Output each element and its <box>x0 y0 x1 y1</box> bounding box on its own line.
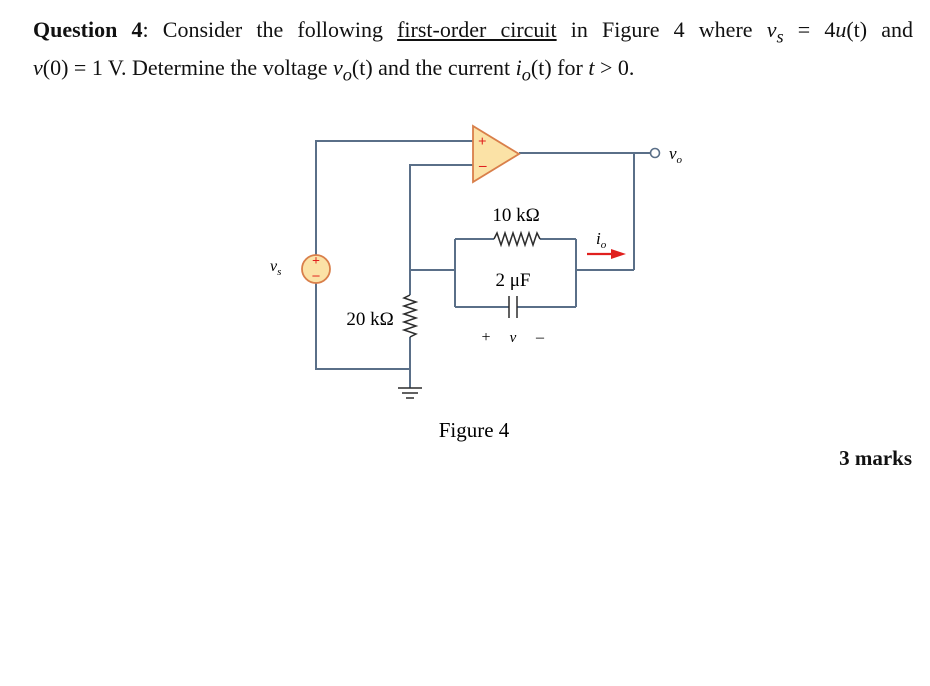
question-colon: : <box>142 17 149 42</box>
capacitor-plus-label: + <box>481 329 490 346</box>
question-text-3: (0) = 1 V. Determine the voltage <box>42 55 333 81</box>
voltage-source <box>301 254 331 284</box>
source-minus-sign: – <box>312 268 321 283</box>
marks-label: 3 marks <box>839 446 912 470</box>
resistor-10k <box>493 230 541 248</box>
capacitor-minus-label: – <box>535 329 545 346</box>
vs-source-label: vs <box>270 258 281 278</box>
vo-symbol: v <box>332 55 343 81</box>
ut-argument: (t) <box>846 17 868 42</box>
opamp-minus-sign: – <box>478 158 487 174</box>
v0-symbol: v <box>33 55 43 81</box>
t-symbol: t <box>588 55 595 81</box>
wire-source-to-noninverting <box>315 140 473 255</box>
vo-subscript: o <box>342 64 352 85</box>
question-text-4: and the current <box>372 55 516 81</box>
capacitor-2uf-label: 2 μF <box>495 270 530 291</box>
question-text-1: Consider the following <box>148 17 398 42</box>
question-text: Question 4: Consider the following first… <box>33 14 913 91</box>
question-and: and <box>867 17 914 42</box>
question-for: for <box>551 55 589 81</box>
resistor-20k <box>401 294 419 338</box>
vo-argument: (t) <box>351 55 373 81</box>
io-subscript: o <box>521 64 531 85</box>
vo-output-label: vo <box>669 144 683 166</box>
resistor-10k-label: 10 kΩ <box>492 205 539 226</box>
wire-source-to-ground-rail <box>315 283 410 370</box>
question-text-2: in Figure 4 where <box>556 17 767 42</box>
first-order-circuit-link[interactable]: first-order circuit <box>397 17 557 42</box>
opamp-plus-sign: + <box>478 134 487 150</box>
output-terminal[interactable] <box>649 147 661 159</box>
question-line-1: Question 4: Consider the following first… <box>33 14 913 52</box>
io-current-arrow <box>587 249 626 259</box>
io-symbol: i <box>515 55 522 81</box>
question-condition: > 0. <box>594 55 635 81</box>
figure-caption: Figure 4 <box>439 418 510 442</box>
vs-symbol: v <box>766 17 777 42</box>
question-line-2: v(0) = 1 V. Determine the voltage vo(t) … <box>33 52 913 90</box>
resistor-20k-label: 20 kΩ <box>346 309 393 330</box>
vs-equals: = 4 <box>783 17 836 42</box>
question-label: Question 4 <box>33 17 143 42</box>
opamp-triangle <box>472 124 521 184</box>
source-plus-sign: + <box>312 254 320 269</box>
capacitor-2uf <box>508 296 518 318</box>
io-current-label: io <box>596 229 607 251</box>
wire-inverting-to-node <box>409 164 473 295</box>
ground-symbol <box>398 387 422 399</box>
circuit-wires <box>315 140 650 388</box>
vs-subscript: s <box>776 26 784 47</box>
ut-symbol: u <box>835 17 847 42</box>
io-argument: (t) <box>530 55 552 81</box>
capacitor-v-label: v <box>510 330 517 346</box>
